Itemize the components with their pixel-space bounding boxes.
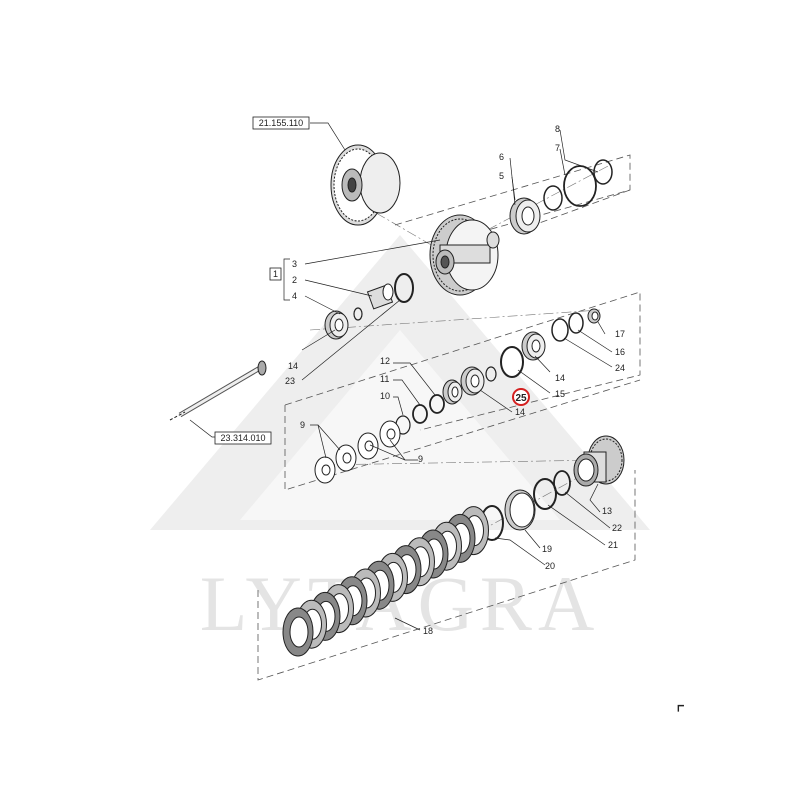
callout-18[interactable]: 18 [423, 626, 433, 636]
ref-shaft-text: 23.314.010 [220, 433, 265, 443]
highlight-part-25[interactable]: 25 [512, 388, 530, 406]
bearing-14-right [521, 331, 546, 361]
callout-23[interactable]: 23 [285, 376, 295, 386]
shaft [169, 360, 267, 421]
ring-19 [504, 489, 536, 531]
ring-15 [500, 346, 524, 378]
leader-lines [189, 122, 613, 631]
bearing-12 [442, 379, 463, 405]
washers-9 [314, 420, 401, 484]
ring-7 [563, 165, 597, 207]
callout-13[interactable]: 13 [602, 506, 612, 516]
callouts: 3 2 4 14 23 8 7 6 5 12 11 10 9 9 14 14 1… [285, 124, 625, 636]
large-gear [429, 214, 500, 296]
callout-24[interactable]: 24 [615, 363, 625, 373]
gear-assembly-top [330, 144, 401, 226]
bearing-14-middle [460, 366, 485, 396]
hub-13 [573, 435, 625, 487]
highlight-part-number: 25 [515, 393, 527, 404]
ref-box-group[interactable]: 1 [269, 267, 282, 281]
bearing-5 [509, 197, 541, 235]
callout-22[interactable]: 22 [612, 523, 622, 533]
callout-16[interactable]: 16 [615, 347, 625, 357]
callout-11[interactable]: 11 [380, 374, 389, 384]
ring-21 [533, 478, 557, 510]
callout-5[interactable]: 5 [499, 171, 504, 181]
callout-14-middle[interactable]: 14 [515, 407, 525, 417]
callout-6[interactable]: 6 [499, 152, 504, 162]
ref-top-text: 21.155.110 [259, 118, 303, 128]
ring-8 [593, 159, 613, 185]
callout-12[interactable]: 12 [380, 356, 390, 366]
callout-17[interactable]: 17 [615, 329, 625, 339]
callout-3[interactable]: 3 [292, 259, 297, 269]
clutch-plate-bore [289, 616, 309, 648]
callout-19[interactable]: 19 [542, 544, 552, 554]
sleeve-2 [366, 283, 394, 310]
callout-14-left[interactable]: 14 [288, 361, 298, 371]
callout-14-right[interactable]: 14 [555, 373, 565, 383]
assembly-boundaries [257, 154, 641, 681]
ref-group-text: 1 [273, 269, 278, 279]
callout-9-left[interactable]: 9 [300, 420, 305, 430]
ring-22 [553, 470, 571, 496]
seal-small [353, 307, 363, 321]
callout-10[interactable]: 10 [380, 391, 390, 401]
callout-15[interactable]: 15 [555, 389, 565, 399]
callout-21[interactable]: 21 [608, 540, 618, 550]
ring-25 [485, 366, 497, 382]
bearing-14-left [324, 310, 349, 340]
ring-16 [568, 312, 584, 334]
callout-9-right[interactable]: 9 [418, 454, 423, 464]
callout-20[interactable]: 20 [545, 561, 555, 571]
clutch-pack-18 [282, 506, 489, 657]
callout-2[interactable]: 2 [292, 275, 297, 285]
corner-bracket-icon: ⌜ [676, 701, 685, 725]
callout-7[interactable]: 7 [555, 143, 560, 153]
washer-4 [394, 273, 414, 303]
callout-8[interactable]: 8 [555, 124, 560, 134]
ring-11 [429, 394, 445, 414]
callout-4[interactable]: 4 [292, 291, 297, 301]
ref-box-shaft[interactable]: 23.314.010 [214, 431, 272, 445]
ref-box-top[interactable]: 21.155.110 [252, 116, 310, 130]
nut-17 [587, 308, 601, 324]
ring-6 [543, 185, 563, 211]
ring-24 [551, 318, 569, 342]
